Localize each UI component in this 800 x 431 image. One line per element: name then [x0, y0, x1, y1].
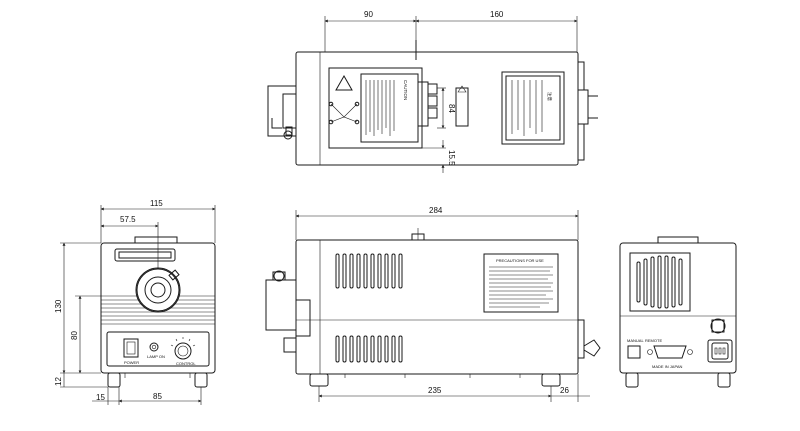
dim-side-foot-right: 26	[560, 386, 569, 395]
side-lamp-housing	[265, 279, 297, 331]
lamp-indicator	[149, 342, 159, 352]
lamp-on-label: LAMP ON	[147, 354, 165, 359]
side-view: PRECAUTIONS FOR USE	[265, 206, 601, 402]
precautions-title: PRECAUTIONS FOR USE	[496, 258, 544, 263]
small-caution-label	[455, 87, 469, 127]
front-window	[114, 248, 176, 262]
side-vents-upper	[335, 253, 403, 289]
ac-inlet[interactable]	[707, 339, 733, 363]
dim-side-length: 284	[429, 206, 443, 215]
made-in-japan-label: MADE IN JAPAN	[652, 364, 682, 369]
warning-triangle-icon	[335, 74, 353, 91]
precautions-label	[483, 253, 559, 313]
rating-label	[501, 71, 565, 145]
japanese-label: 注意	[546, 92, 553, 101]
caution-label: CAUTION	[403, 80, 408, 100]
caution-panel	[328, 67, 423, 149]
dim-front-foot-height: 12	[54, 377, 63, 386]
remote-label: REMOTE	[645, 338, 662, 343]
remote-connector[interactable]	[653, 345, 687, 359]
dim-front-panel-height: 80	[70, 331, 79, 340]
side-vents-lower	[335, 335, 403, 363]
dim-side-foot-spacing: 235	[428, 386, 442, 395]
manual-remote-switch[interactable]	[627, 345, 641, 359]
dim-top-height: 84	[447, 104, 456, 113]
dim-top-offset: 15.5	[447, 150, 456, 166]
control-knob[interactable]	[174, 342, 192, 360]
side-foot-left	[309, 373, 329, 387]
dim-front-center: 57.5	[120, 215, 136, 224]
dim-top-left-width: 90	[364, 10, 373, 19]
power-switch[interactable]	[123, 338, 139, 358]
front-dimensions	[60, 205, 216, 405]
rear-foot-right	[717, 372, 731, 388]
top-view: CAUTION 注意	[267, 10, 598, 173]
power-label: POWER	[124, 360, 139, 365]
front-view: POWER LAMP ON CONTROL	[54, 199, 216, 405]
rear-foot-left	[625, 372, 639, 388]
dim-front-foot-left: 15	[96, 393, 105, 402]
front-foot-right	[194, 372, 208, 388]
rear-vents	[636, 255, 683, 309]
dim-front-width: 115	[150, 199, 163, 208]
control-panel	[106, 331, 210, 367]
caution-text-lines	[365, 80, 395, 136]
rear-vent-area	[629, 252, 691, 312]
dim-front-height: 130	[54, 299, 63, 313]
manual-label: MANUAL	[627, 338, 644, 343]
front-foot-left	[107, 372, 121, 388]
side-foot-right	[541, 373, 561, 387]
top-dimensions	[324, 16, 578, 173]
side-dimensions	[295, 210, 590, 402]
fuse-holder[interactable]	[710, 318, 726, 334]
rear-view: MANUAL REMOTE MADE IN JAPAN	[619, 236, 737, 388]
control-label: CONTROL	[176, 361, 196, 366]
dim-front-foot-spacing: 85	[153, 392, 162, 401]
dim-top-right-width: 160	[490, 10, 504, 19]
